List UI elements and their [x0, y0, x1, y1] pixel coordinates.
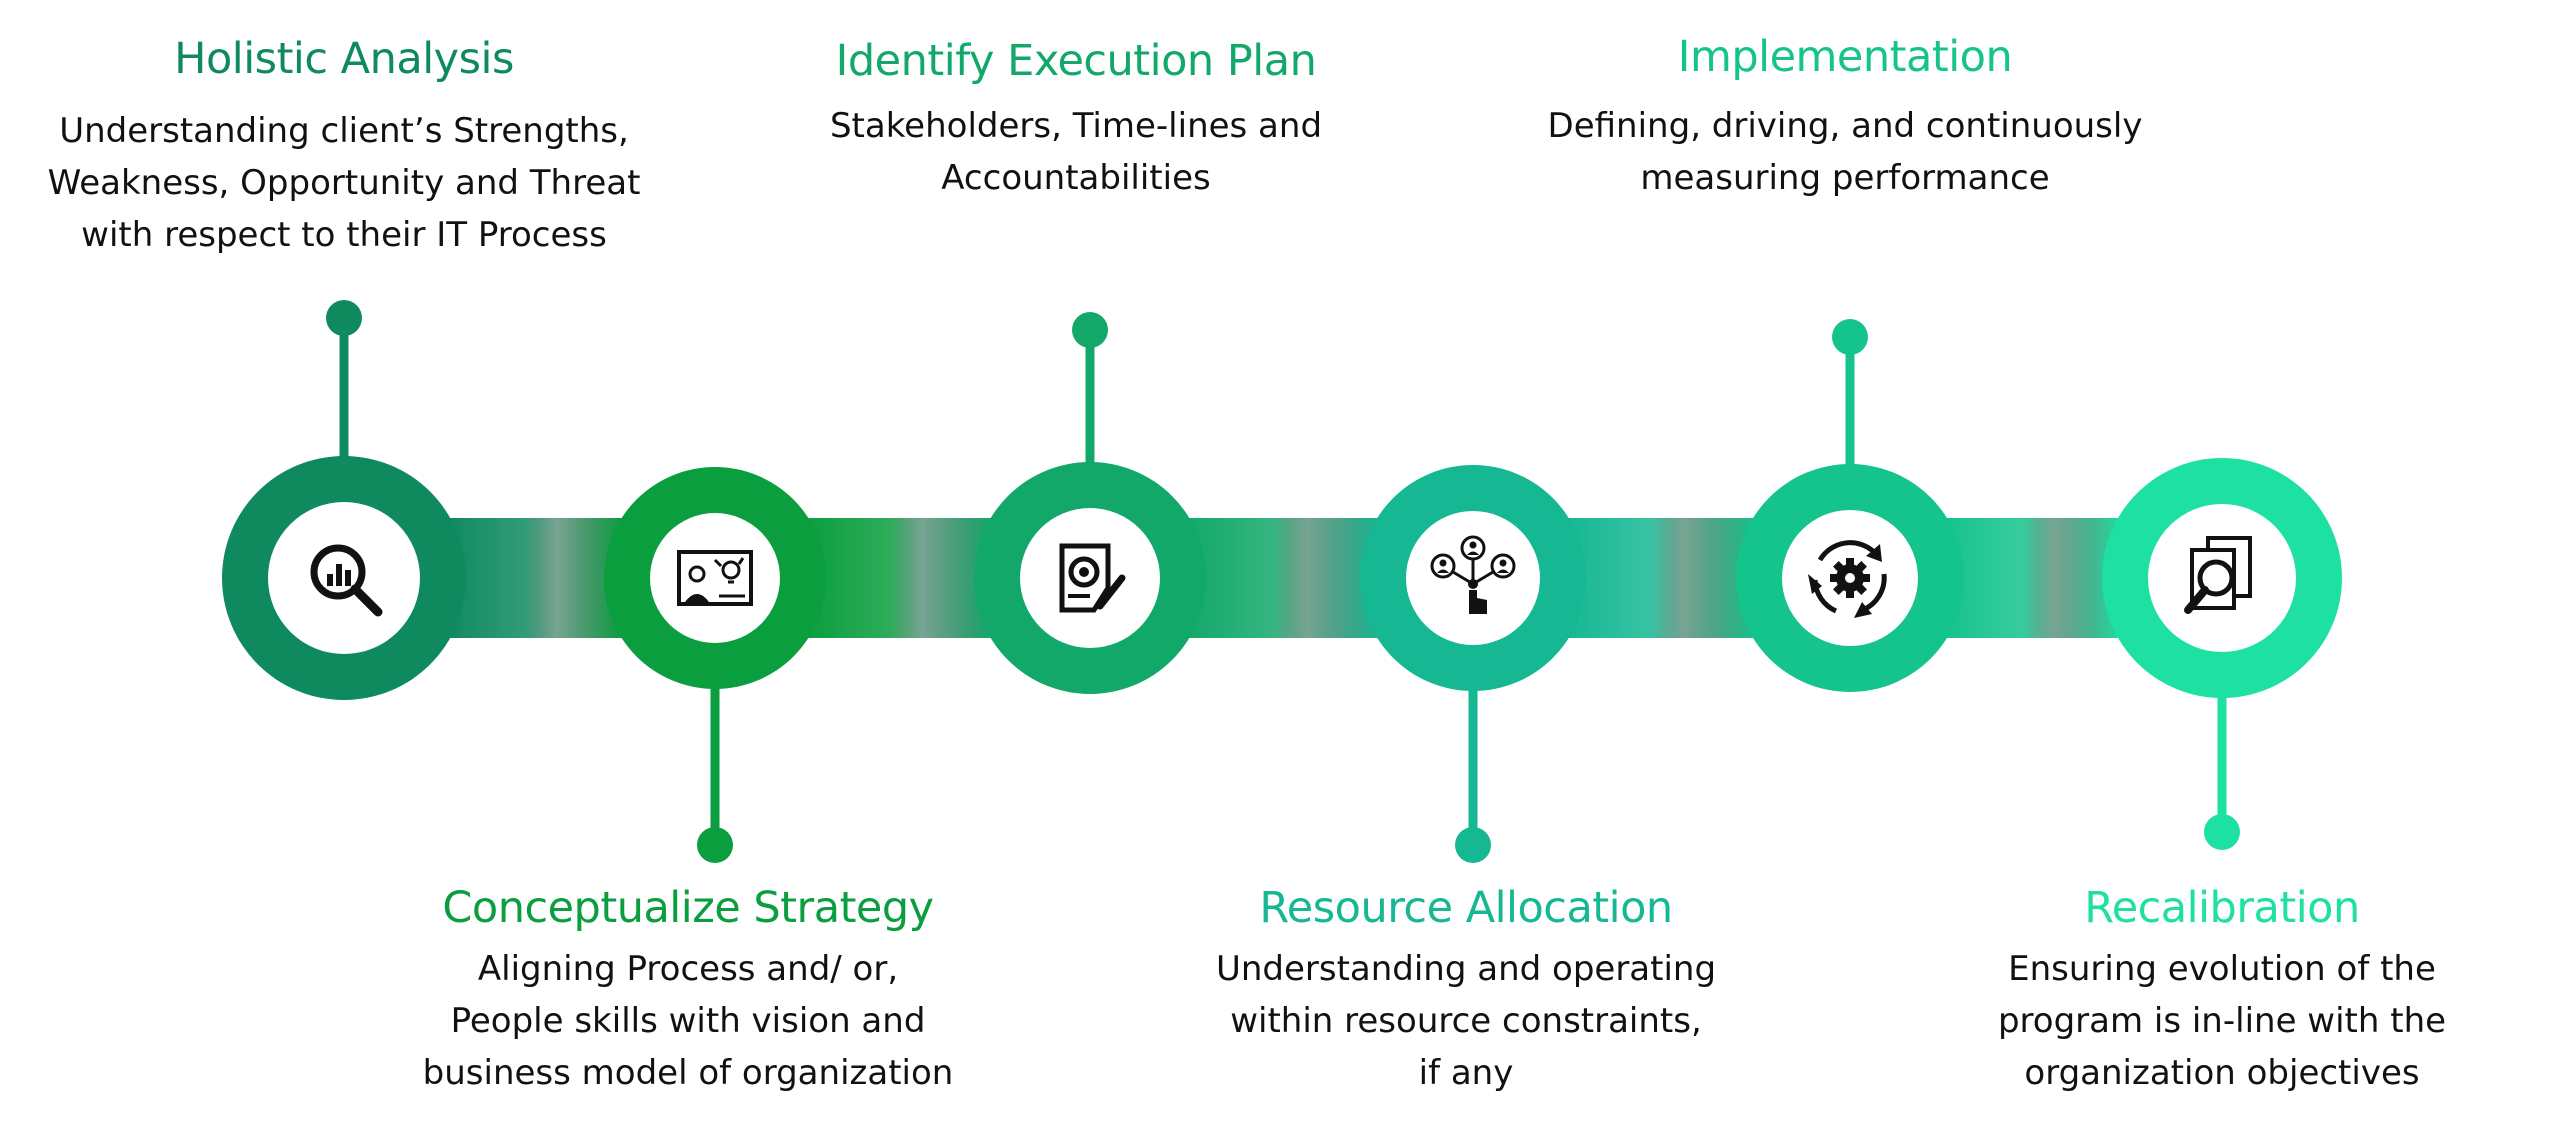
- step-title-identify-execution-plan: Identify Execution Plan: [835, 36, 1317, 86]
- presentation-idea-icon: [677, 550, 753, 606]
- description-line: organization objectives: [2024, 1053, 2420, 1093]
- description-line: within resource constraints,: [1230, 1001, 1702, 1041]
- description-line: Understanding and operating: [1215, 949, 1717, 989]
- gear-cycle-icon: [1808, 540, 1887, 618]
- document-search-pen-icon: [1059, 543, 1126, 613]
- description-line: Understanding client’s Strengths,: [59, 111, 629, 151]
- step-ring-inner: [1020, 508, 1160, 648]
- description-line: Ensuring evolution of the: [2008, 949, 2436, 989]
- description-line: Aligning Process and/ or,: [477, 949, 899, 989]
- description-line: with respect to their IT Process: [81, 215, 607, 255]
- stem-knob: [2204, 814, 2240, 850]
- stem-knob: [1072, 312, 1108, 348]
- stem-knob: [1455, 827, 1491, 863]
- step-title-resource-allocation: Resource Allocation: [1259, 883, 1673, 933]
- description-line: Stakeholders, Time-lines and: [829, 106, 1323, 146]
- step-description-resource-allocation: Understanding and operating within resour…: [1066, 943, 1866, 1099]
- description-line: business model of organization: [422, 1053, 954, 1093]
- step-description-holistic-analysis: Understanding client’s Strengths, Weaknes…: [0, 105, 744, 261]
- stem-knob: [1832, 319, 1868, 355]
- connector-band: [1944, 518, 2122, 638]
- description-line: Defining, driving, and continuously: [1547, 106, 2143, 146]
- stem-knob: [326, 300, 362, 336]
- connector-band: [1186, 518, 1380, 638]
- step-title-holistic-analysis: Holistic Analysis: [174, 34, 514, 84]
- connector-band: [1566, 518, 1756, 638]
- description-line: if any: [1418, 1053, 1514, 1093]
- connector-band: [806, 518, 994, 638]
- step-description-conceptualize-strategy: Aligning Process and/ or, People skills w…: [288, 943, 1088, 1099]
- description-line: People skills with vision and: [450, 1001, 926, 1041]
- description-line: Accountabilities: [941, 158, 1211, 198]
- hand-network-people-icon: [1430, 535, 1516, 614]
- step-ring-inner: [650, 513, 780, 643]
- magnifier-chart-icon: [310, 544, 383, 617]
- stem-knob: [697, 827, 733, 863]
- step-description-recalibration: Ensuring evolution of the program is in-l…: [1822, 943, 2560, 1099]
- documents-magnifier-icon: [2184, 536, 2252, 614]
- step-title-implementation: Implementation: [1677, 32, 2013, 82]
- step-title-conceptualize-strategy: Conceptualize Strategy: [442, 883, 934, 933]
- connector-band: [446, 518, 624, 638]
- description-line: program is in-line with the: [1997, 1001, 2447, 1041]
- description-line: measuring performance: [1640, 158, 2050, 198]
- step-ring-inner: [268, 502, 420, 654]
- description-line: Weakness, Opportunity and Threat: [47, 163, 641, 203]
- step-title-recalibration: Recalibration: [2084, 883, 2360, 933]
- step-description-implementation: Defining, driving, and continuously measu…: [1445, 100, 2245, 204]
